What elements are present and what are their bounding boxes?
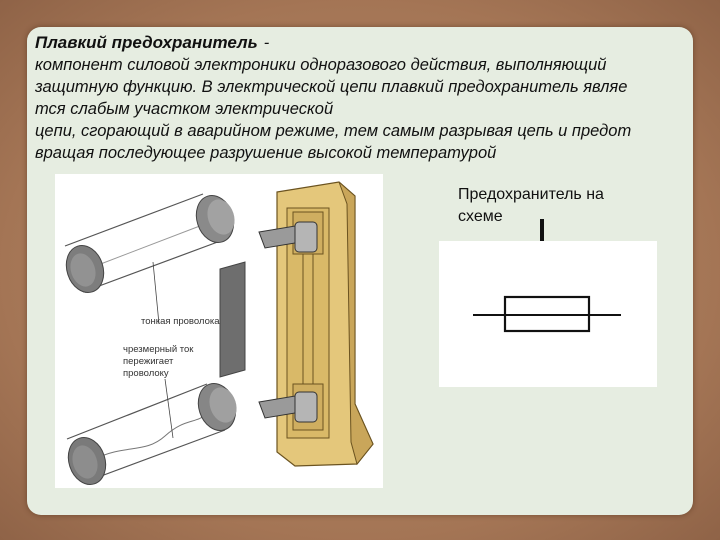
cartridge-fuse-bottom [66, 383, 237, 485]
leader-line [152, 261, 160, 325]
description-line: защитную функцию. В электрической цепи п… [35, 78, 628, 96]
title-dash: - [263, 34, 270, 52]
holder-clip-top [258, 221, 318, 253]
slide-panel: Плавкий предохранитель- компонент силово… [27, 27, 693, 515]
fuse-holder [276, 181, 374, 467]
label-overcurrent-1: чрезмерный ток [123, 344, 194, 355]
fuse-schematic-symbol [439, 241, 657, 387]
heading-line: Плавкий предохранитель- [35, 32, 690, 54]
slide-title: Плавкий предохранитель [35, 33, 258, 52]
leader-line [164, 378, 174, 439]
label-overcurrent-3: проволоку [123, 368, 169, 379]
description-line: цепи, сгорающий в аварийном режиме, тем … [35, 122, 632, 140]
scheme-caption-line: схеме [458, 208, 503, 225]
description-line: вращая последующее разрушение высокой те… [35, 144, 497, 162]
scheme-caption: Предохранитель на схеме [458, 184, 658, 228]
cartridge-fuse-top [64, 193, 235, 293]
label-overcurrent-2: пережигает [123, 356, 174, 367]
fuse-insert-plate [219, 261, 246, 378]
label-thin-wire: тонкая проволока [141, 316, 220, 327]
description-line: тся слабым участком электрической [35, 100, 334, 118]
scheme-caption-line: Предохранитель на [458, 186, 604, 203]
fuse-illustration: тонкая проволока чрезмерный ток пережига… [55, 174, 383, 488]
description-line: компонент силовой электроники одноразово… [35, 56, 607, 74]
description-text: Плавкий предохранитель- компонент силово… [35, 32, 690, 164]
holder-clip-bottom [258, 391, 318, 423]
